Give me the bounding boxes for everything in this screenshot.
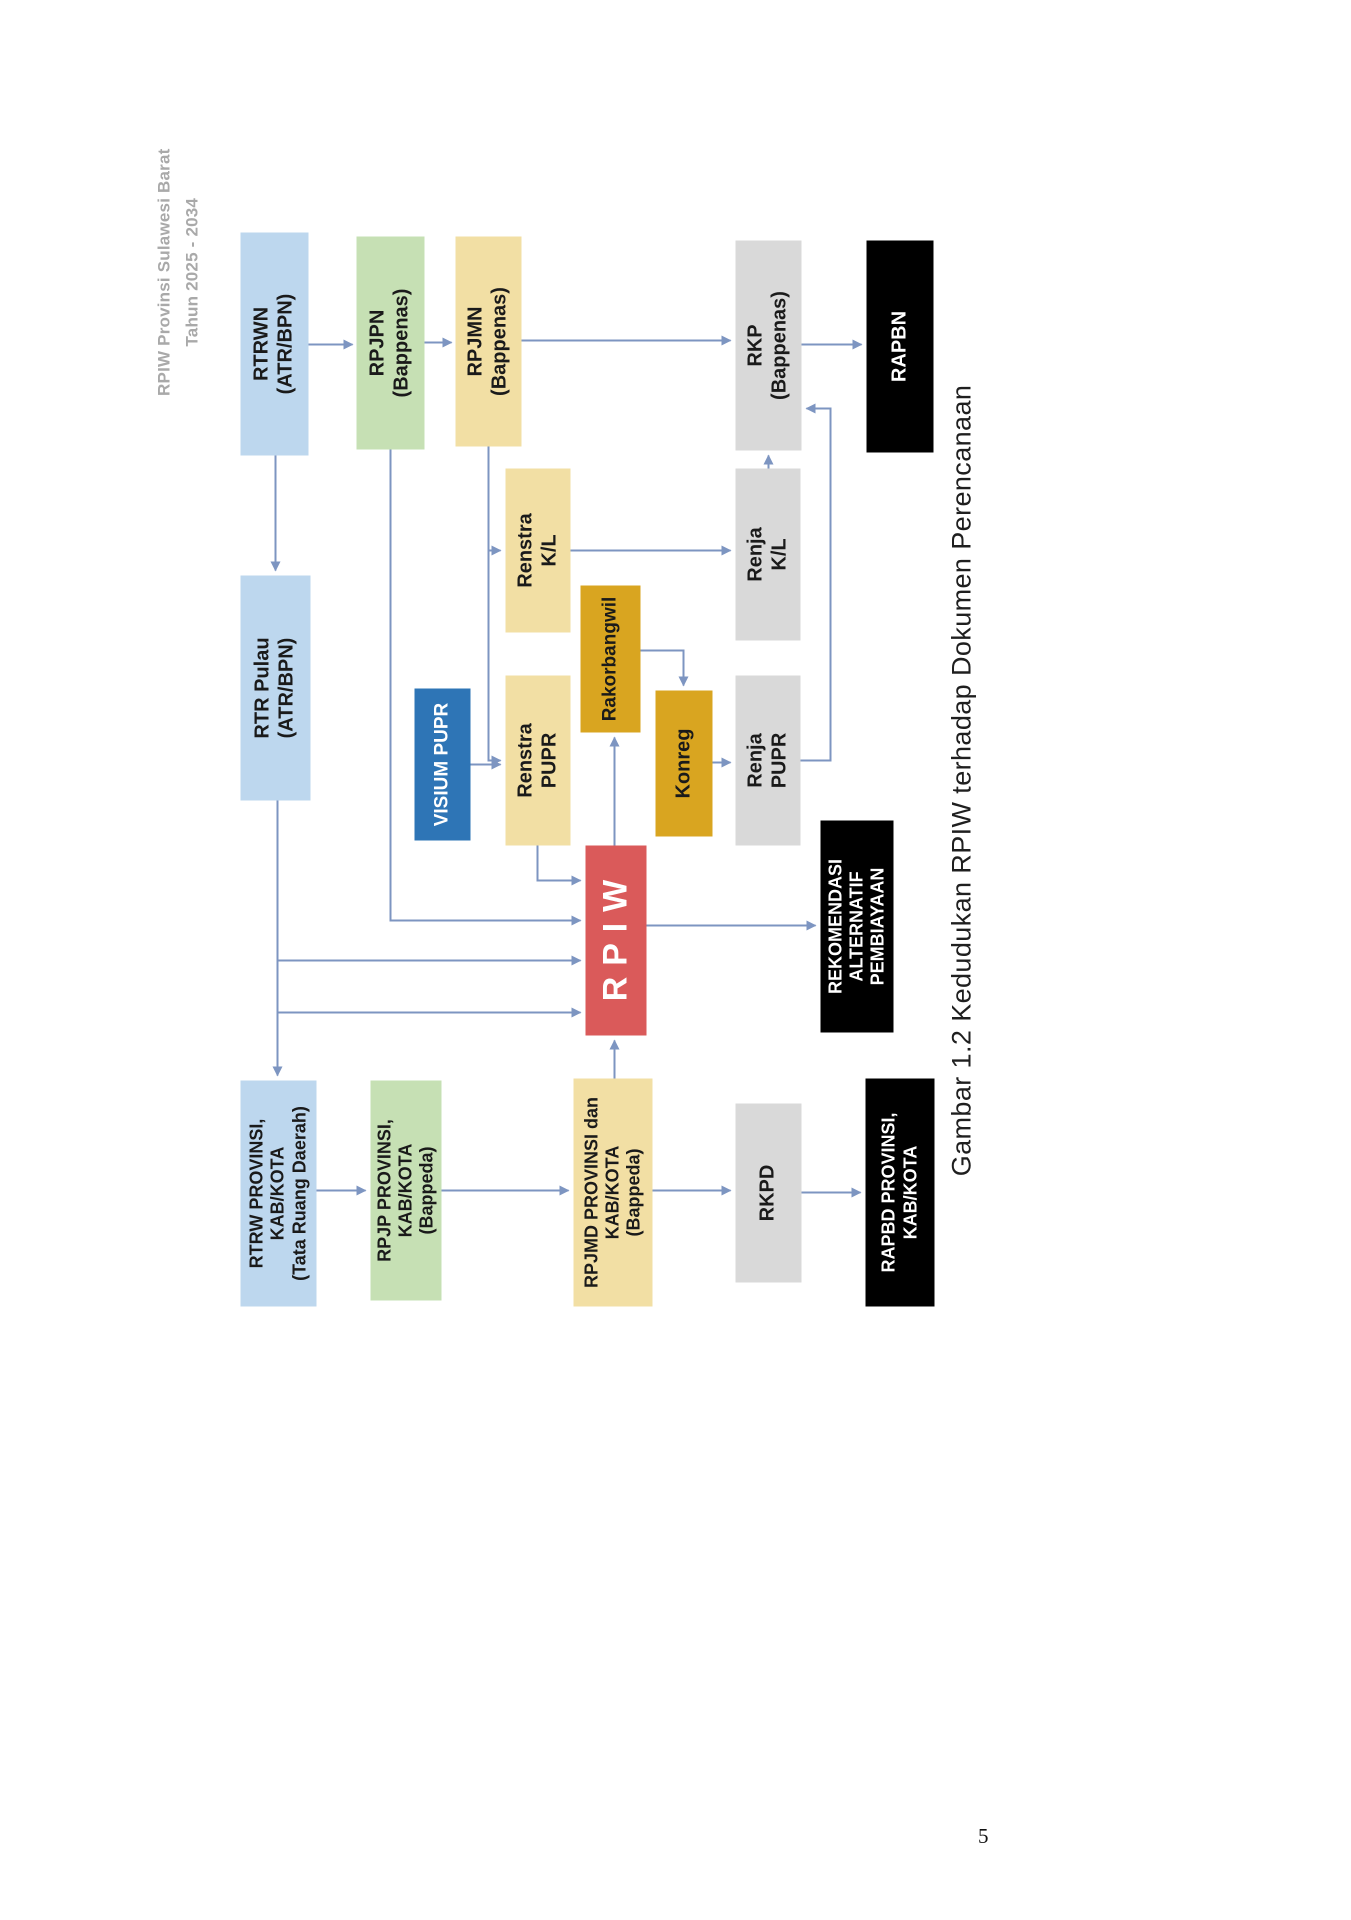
node-rtrw-prov: RTRW PROVINSI,KAB/KOTA(Tata Ruang Daerah… (240, 1080, 316, 1306)
node-label-line: RPJP PROVINSI, (373, 1118, 394, 1262)
node-label-line: RTR Pulau (251, 636, 274, 739)
node-rpjmn: RPJMN(Bappenas) (455, 236, 521, 446)
node-label-line: Renstra (513, 512, 536, 588)
page-number: 5 (978, 1824, 989, 1848)
edge-renja-pupr-to-rkp (800, 403, 831, 761)
node-rpjp-prov: RPJP PROVINSI,KAB/KOTA(Bappeda) (370, 1080, 441, 1300)
node-label-line: (Bappenas) (390, 288, 412, 397)
node-label-line: (ATR/BPN) (275, 637, 297, 738)
node-label-line: PUPR (767, 732, 790, 788)
node-label-line: (Tata Ruang Daerah) (288, 1105, 309, 1281)
node-rakorbangwil: Rakorbangwil (580, 585, 640, 732)
node-label-line: Renja (743, 732, 766, 788)
node-visium-pupr: VISIUM PUPR (414, 688, 470, 840)
node-konreg: Konreg (655, 690, 712, 836)
node-rkpd: RKPD (735, 1103, 801, 1282)
node-rkp: RKP(Bappenas) (735, 240, 801, 450)
node-label-line: RKP (744, 323, 767, 367)
node-label-line: (Bappeda) (416, 1146, 437, 1235)
node-label-line: (Bappenas) (768, 290, 790, 400)
node-label-line: RTRW PROVINSI, (246, 1118, 267, 1268)
node-label-line: K/L (537, 533, 560, 567)
edge-rpjpn-to-rpiw (389, 449, 581, 925)
node-label-line: Rakorbangwil (598, 596, 620, 721)
node-label-line: RPJMN (464, 306, 487, 377)
node-label-line: RTRWN (250, 306, 273, 381)
node-label-line: RPIW (596, 868, 635, 1001)
node-label-line: K/L (767, 537, 790, 571)
node-rtr-pulau: RTR Pulau(ATR/BPN) (240, 575, 310, 800)
node-rapbd: RAPBD PROVINSI,KAB/KOTA (865, 1078, 934, 1306)
node-label-line: KAB/KOTA (267, 1146, 288, 1240)
node-rtrwn: RTRWN(ATR/BPN) (240, 232, 308, 455)
node-rpjpn: RPJPN(Bappenas) (356, 236, 424, 449)
node-label-line: REKOMENDASI (824, 858, 845, 994)
edge-rakorbangwil-to-konreg (640, 649, 688, 686)
edge-rpjmn-to-renstra-kl (487, 446, 501, 555)
node-label-line: RPJPN (366, 309, 389, 376)
node-label-line: RAPBN (887, 310, 910, 382)
node-label-line: PUPR (537, 732, 560, 788)
node-label-line: KAB/KOTA (394, 1143, 415, 1237)
node-label-line: (Bappenas) (488, 286, 510, 396)
node-label-line: Renstra (513, 722, 536, 798)
node-label-line: PEMBIAYAAN (867, 867, 888, 985)
node-rpiw: RPIW (585, 845, 646, 1035)
node-label-line: KAB/KOTA (601, 1145, 622, 1239)
figure-caption: Gambar 1.2 Kedudukan RPIW terhadap Dokum… (946, 384, 976, 1176)
node-label-line: KAB/KOTA (899, 1145, 920, 1239)
node-rapbn: RAPBN (866, 240, 933, 452)
node-label-line: RAPBD PROVINSI, (878, 1111, 899, 1273)
node-label-line: RPJMD PROVINSI dan (580, 1096, 601, 1288)
node-label-line: ALTERNATIF (845, 870, 866, 982)
edge-renstra-pupr-to-rpiw (536, 845, 581, 885)
node-label-line: VISIUM PUPR (430, 702, 452, 826)
node-label-line: (Bappeda) (623, 1148, 644, 1237)
node-label-line: Renja (743, 526, 766, 582)
node-label-line: (ATR/BPN) (274, 293, 296, 394)
node-label-line: RKPD (756, 1164, 779, 1221)
node-label-line: Konreg (671, 728, 694, 798)
